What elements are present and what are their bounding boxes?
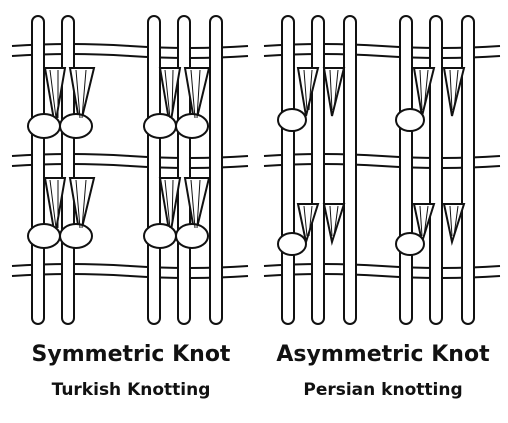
knot-row-1	[27, 67, 211, 139]
symmetric-knot-illustration	[10, 8, 250, 326]
asymmetric-knot-title: Asymmetric Knot	[276, 342, 490, 367]
knot-fibers-row-1	[49, 69, 201, 119]
symmetric-knot-title: Symmetric Knot	[31, 342, 231, 367]
turkish-knotting-caption: Turkish Knotting	[51, 380, 211, 400]
persian-knotting-caption: Persian knotting	[303, 380, 463, 400]
asymmetric-knot-illustration	[262, 8, 502, 326]
knot-fibers-row-1	[303, 69, 459, 111]
symmetric-knot-drawing	[11, 15, 249, 325]
knot-fibers-row-2	[49, 179, 201, 229]
knot-row-1	[277, 67, 466, 132]
knot-row-2	[27, 177, 211, 249]
asymmetric-knot-drawing	[263, 15, 501, 325]
knot-fibers-row-2	[303, 205, 459, 237]
knot-row-2	[277, 203, 466, 256]
